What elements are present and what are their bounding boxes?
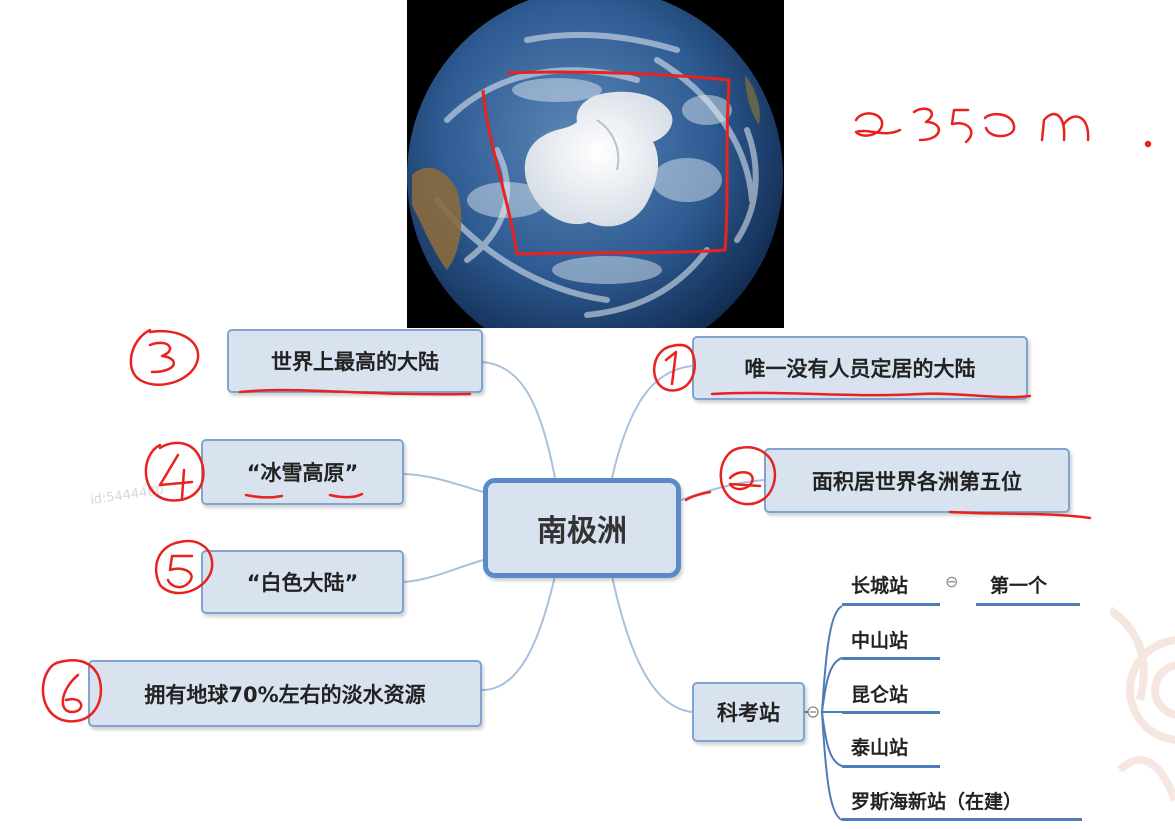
center-node[interactable]: 南极洲 — [483, 478, 681, 578]
branch-uninhabited[interactable]: 唯一没有人员定居的大陆 — [692, 336, 1028, 400]
branch-white-continent[interactable]: “白色大陆” — [201, 550, 404, 614]
branch-label: 唯一没有人员定居的大陆 — [744, 357, 976, 381]
station-underline — [842, 818, 1082, 821]
antarctica-globe-image — [407, 0, 784, 328]
station-underline — [842, 765, 940, 768]
station-ross-sea[interactable]: 罗斯海新站（在建） — [851, 791, 1023, 813]
annotation-circle-1 — [652, 343, 696, 392]
station-kunlun[interactable]: 昆仑站 — [851, 684, 909, 706]
station-underline — [842, 603, 940, 606]
decorative-pattern — [1110, 606, 1175, 802]
branch-label: 拥有地球70%左右的淡水资源 — [144, 682, 426, 707]
branch-label: “冰雪高原” — [246, 461, 359, 485]
branch-label: 科考站 — [717, 701, 780, 725]
station-underline — [842, 657, 940, 660]
station-great-wall[interactable]: 长城站 — [851, 575, 909, 597]
annotation-circle-4 — [144, 441, 205, 502]
collapse-icon[interactable]: ⊖ — [945, 572, 959, 591]
branch-ice-plateau[interactable]: “冰雪高原” — [201, 439, 404, 505]
branch-label: 面积居世界各洲第五位 — [812, 469, 1022, 494]
station-underline — [842, 711, 940, 714]
station-zhongshan[interactable]: 中山站 — [851, 630, 909, 652]
branch-research-stations[interactable]: 科考站 — [692, 682, 805, 742]
station-taishan[interactable]: 泰山站 — [851, 737, 909, 759]
annotation-circle-6 — [41, 658, 103, 723]
annotation-circle-5 — [154, 539, 214, 595]
annotation-circle-3 — [129, 328, 200, 386]
branch-fifth-largest[interactable]: 面积居世界各洲第五位 — [764, 448, 1070, 513]
center-node-label: 南极洲 — [537, 514, 627, 549]
first-station-note[interactable]: 第一个 — [990, 575, 1048, 597]
branch-fresh-water[interactable]: 拥有地球70%左右的淡水资源 — [88, 660, 482, 727]
note-underline — [976, 603, 1080, 606]
globe-illustration — [407, 0, 783, 328]
branch-label: “白色大陆” — [246, 571, 359, 595]
annotation-circle-2 — [719, 446, 777, 506]
branch-label: 世界上最高的大陆 — [271, 350, 439, 374]
